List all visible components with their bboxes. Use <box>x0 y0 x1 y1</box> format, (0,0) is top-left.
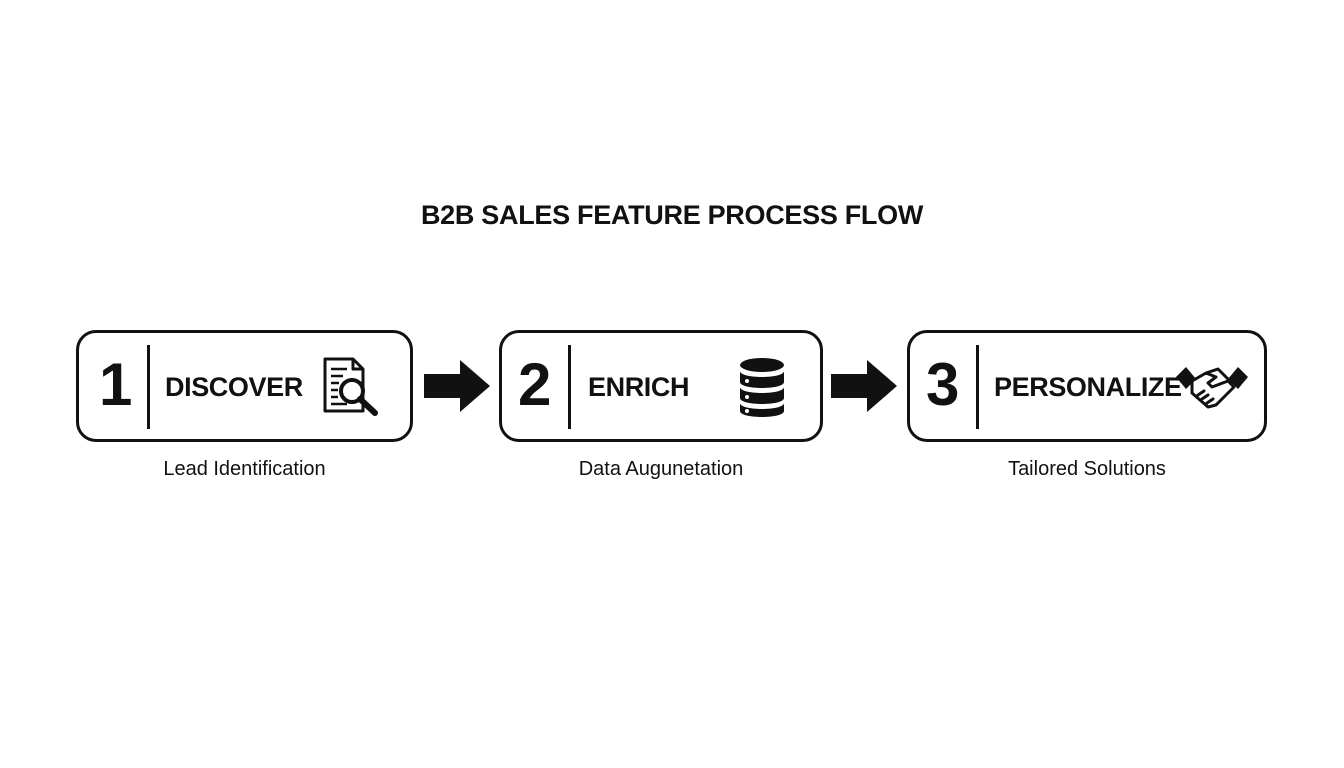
database-icon <box>727 353 797 423</box>
step-divider <box>147 345 150 429</box>
step-number: 1 <box>99 351 133 418</box>
step-divider <box>568 345 571 429</box>
arrow-right-icon <box>831 358 899 414</box>
step-number: 3 <box>926 351 960 418</box>
step-label: DISCOVER <box>165 372 303 402</box>
document-search-icon <box>317 353 387 423</box>
step-caption-discover: Lead Identification <box>163 458 326 480</box>
handshake-icon <box>1172 353 1252 423</box>
diagram-title: B2B SALES FEATURE PROCESS FLOW <box>420 200 924 230</box>
step-label: PERSONALIZE <box>994 372 1182 402</box>
step-number: 2 <box>518 351 552 418</box>
step-box-discover: 1 DISCOVER <box>76 330 413 442</box>
step-caption-personalize: Tailored Solutions <box>1008 458 1166 480</box>
step-box-personalize: 3 PERSONALIZE <box>907 330 1267 442</box>
step-divider <box>976 345 979 429</box>
step-label: ENRICH <box>588 372 690 402</box>
step-box-enrich: 2 ENRICH <box>499 330 823 442</box>
step-caption-enrich: Data Augunetation <box>578 458 744 480</box>
arrow-right-icon <box>424 358 492 414</box>
